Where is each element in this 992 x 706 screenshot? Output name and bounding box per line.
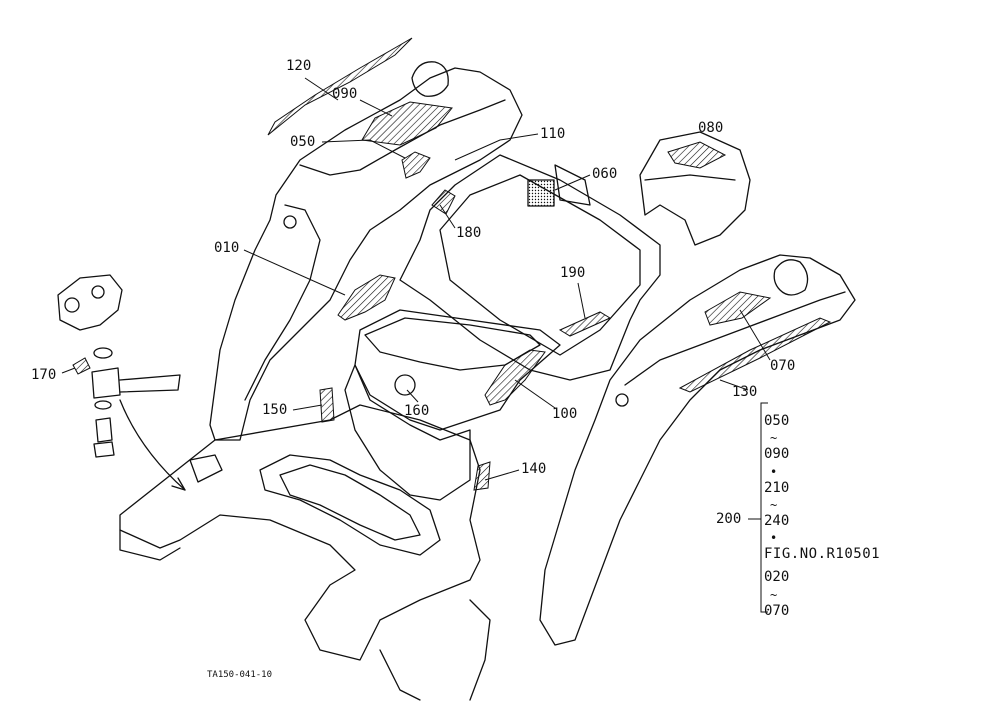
leader-010 <box>243 249 346 296</box>
range-item: 240 <box>764 512 790 529</box>
left-fender-lamp <box>411 61 449 97</box>
right-fender-inner-edge <box>624 291 846 386</box>
cover-080-edge <box>644 174 736 181</box>
callout-090: 090 <box>332 86 358 102</box>
decal-130 <box>678 317 832 393</box>
bushing <box>91 367 121 399</box>
range-item: 020 <box>764 569 790 586</box>
leader-050 <box>321 139 406 159</box>
lever-arm <box>119 374 181 393</box>
range-separator: • <box>770 464 778 479</box>
callout-150: 150 <box>262 402 288 418</box>
range-separator: • <box>770 531 778 546</box>
valve-port-1 <box>64 297 80 313</box>
range-item: 070 <box>764 602 790 619</box>
left-fender-bolt <box>283 215 297 229</box>
floor-step <box>189 454 223 483</box>
assembly-arrow <box>119 399 186 491</box>
callout-080: 080 <box>698 120 724 136</box>
range-separator: ~ <box>770 431 778 446</box>
callout-130: 130 <box>732 384 758 400</box>
callout-140: 140 <box>521 461 547 477</box>
seat-box-front <box>344 364 471 501</box>
right-fender-lamp <box>773 259 809 296</box>
callout-100: 100 <box>552 406 578 422</box>
leader-100 <box>514 379 556 409</box>
decal-010 <box>337 274 396 321</box>
right-fender-bolt <box>615 393 629 407</box>
left-fender-inner-edge <box>299 99 506 176</box>
decal-060 <box>527 179 555 207</box>
rear-tray <box>399 154 661 381</box>
decal-080 <box>667 141 727 169</box>
leader-140 <box>484 469 520 481</box>
decal-100 <box>484 349 546 406</box>
range-list: 050 ~ 090 • 210 ~ 240 • FIG.NO.R10501 02… <box>764 410 914 623</box>
right-fender-outline <box>539 254 856 646</box>
callout-010: 010 <box>214 240 240 256</box>
left-fender-wheel-arch <box>244 204 321 401</box>
callout-200: 200 <box>716 511 742 527</box>
valve-body <box>57 274 123 331</box>
range-item: 050 <box>764 413 790 429</box>
range-bracket <box>760 402 768 613</box>
decal-140 <box>473 461 491 491</box>
leader-150 <box>292 404 323 411</box>
leader-130 <box>719 379 749 391</box>
callout-170: 170 <box>31 367 57 383</box>
decal-090 <box>361 101 453 146</box>
cap <box>93 441 115 458</box>
decal-170 <box>72 357 91 375</box>
leader-190 <box>577 282 586 319</box>
washer-2 <box>94 400 112 410</box>
callout-060: 060 <box>592 166 618 182</box>
figure-code: TA150-041-10 <box>207 670 273 680</box>
rear-tray-inner <box>439 174 641 356</box>
leader-090 <box>359 99 393 117</box>
assembly-arrow-head <box>171 477 186 491</box>
decal-180 <box>431 189 456 215</box>
floor-tread-2 <box>279 464 421 541</box>
callout-190: 190 <box>560 265 586 281</box>
fuel-cap <box>394 374 416 396</box>
frame-cut <box>469 599 491 701</box>
nut <box>95 417 113 443</box>
callout-160: 160 <box>404 403 430 419</box>
range-item: 090 <box>764 446 790 463</box>
range-item: 210 <box>764 479 790 496</box>
frame-cut-2 <box>379 649 421 701</box>
leader-120 <box>304 77 339 101</box>
callout-070: 070 <box>770 358 796 374</box>
decal-050 <box>401 151 431 179</box>
range-separator: ~ <box>770 497 778 512</box>
washer-1 <box>93 347 113 359</box>
left-fender-outline <box>209 67 523 441</box>
callout-180: 180 <box>456 225 482 241</box>
seat-box <box>354 309 561 431</box>
floor-tread-1 <box>259 454 441 556</box>
floor-platform <box>119 404 481 661</box>
leader-180 <box>439 204 456 229</box>
rear-panel <box>554 164 591 206</box>
decal-190 <box>558 311 612 337</box>
leader-170 <box>61 367 76 374</box>
leader-070 <box>739 309 771 361</box>
figure-reference: FIG.NO.R10501 <box>764 546 881 563</box>
leader-110 <box>454 133 539 161</box>
callout-050: 050 <box>290 134 316 150</box>
callout-110: 110 <box>540 126 566 142</box>
valve-port-2 <box>91 285 105 299</box>
decal-070 <box>704 291 772 326</box>
leader-160 <box>406 389 419 403</box>
leader-060 <box>554 174 591 191</box>
floor-edge <box>119 529 181 561</box>
cover-080 <box>639 131 751 246</box>
range-separator: ~ <box>770 587 778 602</box>
decal-150 <box>319 387 335 423</box>
callout-120: 120 <box>286 58 312 74</box>
